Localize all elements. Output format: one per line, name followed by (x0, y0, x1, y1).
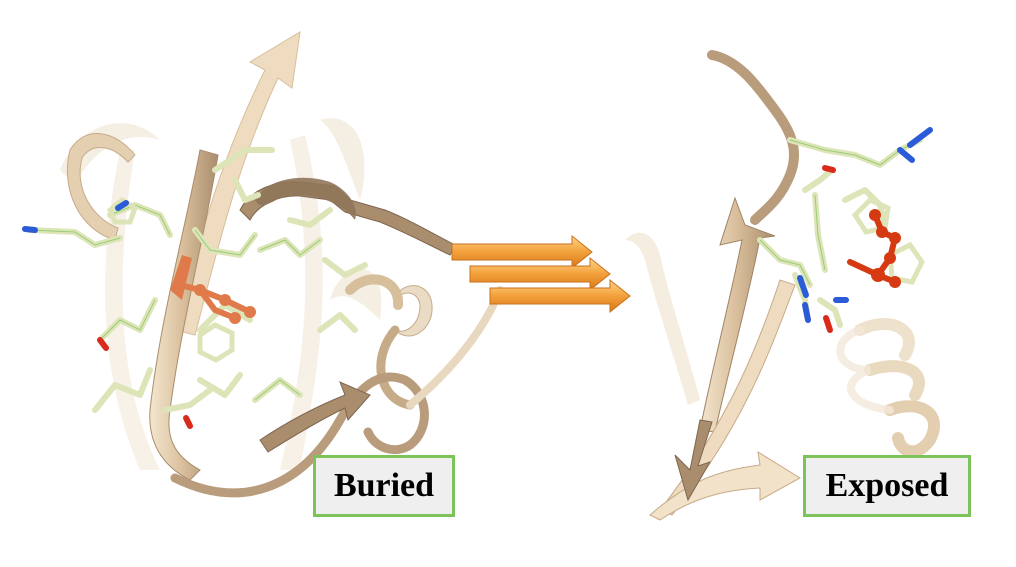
loop-bottom (170, 372, 429, 498)
exposed-residue (847, 209, 901, 288)
buried-label: Buried (313, 455, 455, 517)
beta-strand-bottom-arrow (649, 451, 801, 521)
heteroatoms-exposed (797, 127, 933, 333)
beta-strand-down-arrow (674, 419, 713, 502)
exposed-protein-structure (625, 50, 940, 521)
arrow-3 (489, 278, 631, 314)
side-chain-outlines-exposed (759, 139, 921, 286)
arrow-2 (469, 256, 611, 292)
heteroatoms-buried (22, 200, 193, 429)
loop-top-hook (707, 50, 799, 225)
faint-strand-left (625, 232, 700, 405)
triple-arrow-right-icon (451, 234, 631, 314)
beta-strand-main (149, 149, 219, 481)
strand-curl (255, 177, 356, 220)
buried-protein-structure (22, 31, 504, 498)
buried-residue (170, 255, 256, 324)
ring-upper (851, 197, 891, 235)
loop-connector (406, 286, 504, 409)
exposed-label: Exposed (803, 455, 971, 517)
beta-strand-long (659, 279, 796, 516)
histidine-ring (106, 196, 139, 225)
background-strands (60, 118, 382, 470)
proline-ring (887, 241, 925, 285)
loop-left (66, 133, 136, 241)
phenyl-ring (197, 322, 235, 363)
helix-right-exposed (836, 318, 940, 458)
beta-strand-lower (259, 381, 371, 453)
arrow-1 (451, 234, 593, 270)
side-chain-outlines (29, 204, 321, 401)
